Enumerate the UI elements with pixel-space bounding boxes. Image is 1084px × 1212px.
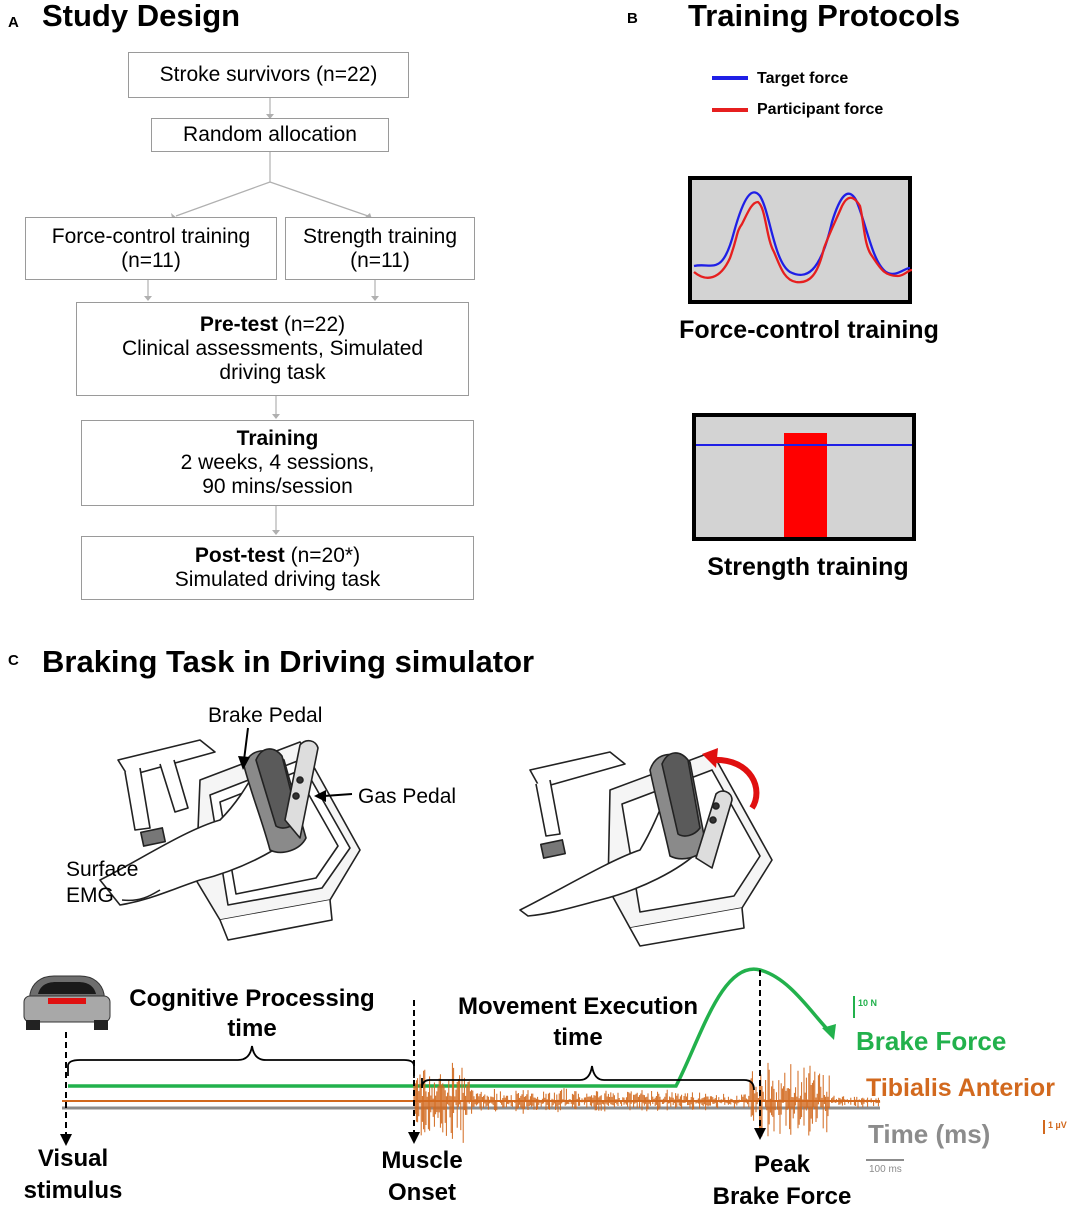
box-posttest-bold: Post-test [194,544,285,567]
box-pretest: Pre-test (n=22) Clinical assessments, Si… [76,302,469,396]
participant-force-wave [693,196,913,284]
scale-time-label: 100 ms [869,1164,902,1175]
label-brake-pedal: Brake Pedal [208,704,323,727]
brake-force-arrowhead [822,1024,836,1040]
box-pretest-line1: Pre-test (n=22) [200,313,345,337]
box-force-control-line2: (n=11) [121,248,181,272]
box-posttest-rest: (n=20*) [284,544,361,567]
label-cognitive-2: time [227,1015,277,1042]
panel-a-title: Study Design [42,0,241,33]
box-strength-line1: Strength training [302,224,458,248]
strength-force-bar [784,433,827,537]
box-stroke-survivors-text: Stroke survivors (n=22) [159,63,378,86]
panel-b-letter: B [627,10,638,27]
legend-target-label: Target force [757,70,849,87]
scale-force-label: 10 N [858,998,878,1008]
box-training-line3: 90 mins/session [202,475,353,498]
label-muscle-2: Onset [387,1179,456,1206]
label-visual-2: stimulus [23,1177,123,1204]
illustration-gas-pedal [99,739,361,941]
panel-a-letter: A [8,14,19,31]
legend-participant-label: Participant force [757,101,884,118]
box-random-allocation-text: Random allocation [183,123,357,146]
box-force-control: Force-control training (n=11) [25,217,277,280]
label-movement-2: time [553,1024,603,1051]
box-pretest-line2: Clinical assessments, Simulated [121,337,424,360]
label-movement-1: Movement Execution [457,993,699,1020]
label-peak-2: Brake Force [712,1183,852,1210]
label-visual-1: Visual [37,1145,109,1172]
label-gas-pedal: Gas Pedal [358,785,457,808]
label-brake-force: Brake Force [856,1026,1007,1056]
box-force-control-line1: Force-control training [51,224,251,248]
box-posttest: Post-test (n=20*) Simulated driving task [81,536,474,600]
panel-c-letter: C [8,652,19,669]
target-force-wave [693,191,911,277]
car-icon [23,975,111,1030]
label-emg: EMG [66,884,114,907]
box-stroke-survivors: Stroke survivors (n=22) [128,52,409,98]
label-time: Time (ms) [868,1119,991,1149]
box-training-line2: 2 weeks, 4 sessions, [180,451,375,474]
emg-signal-path [413,1062,881,1143]
box-training: Training 2 weeks, 4 sessions, 90 mins/se… [81,420,474,506]
box-random-allocation: Random allocation [151,118,389,152]
box-pretest-line3: driving task [219,361,326,384]
box-pretest-bold: Pre-test [199,313,279,336]
caption-strength: Strength training [707,553,909,581]
label-cognitive-1: Cognitive Processing [129,985,375,1012]
movement-brace [421,1065,755,1091]
box-strength-line2: (n=11) [350,248,410,272]
box-posttest-line1: Post-test (n=20*) [195,544,360,568]
brake-force-trace [68,967,832,1088]
emg-burst [413,1062,881,1143]
label-muscle-1: Muscle [381,1147,463,1174]
box-pretest-rest: (n=22) [278,313,346,336]
box-training-bold: Training [236,427,319,450]
illustration-brake-pedal [519,751,773,947]
label-tibialis: Tibialis Anterior [866,1074,1055,1102]
box-strength: Strength training (n=11) [285,217,475,280]
scale-emg-label: 1 µV [1048,1120,1067,1130]
label-surface: Surface [66,858,139,881]
cognitive-brace [67,1045,415,1078]
caption-force-control: Force-control training [679,316,939,344]
panel-c-title: Braking Task in Driving simulator [42,644,535,679]
panel-b-title: Training Protocols [688,0,961,33]
pedal-rotation-arrow [711,756,760,810]
label-peak-1: Peak [753,1151,811,1178]
box-posttest-line2: Simulated driving task [174,568,381,591]
